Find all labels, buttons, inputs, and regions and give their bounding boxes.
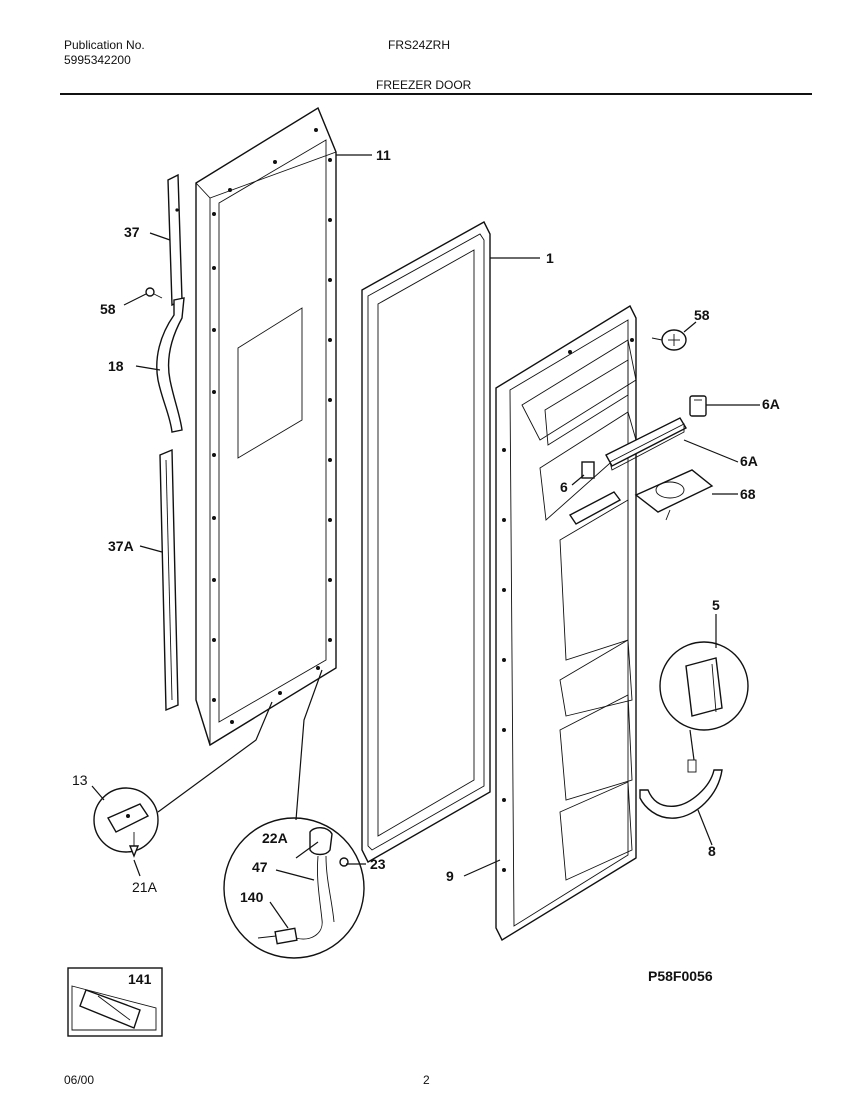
callout-37: 37 — [124, 224, 140, 240]
callout-68: 68 — [740, 486, 756, 502]
detail-circle-wiring — [223, 817, 365, 959]
bar-6a — [605, 417, 687, 471]
door-liner — [495, 305, 637, 941]
publication-number: 5995342200 — [64, 53, 131, 67]
leader-37 — [149, 232, 171, 241]
figure-code: P58F0056 — [648, 968, 713, 984]
callout-6a-top: 6A — [762, 396, 780, 412]
detail-circle-13 — [93, 787, 159, 858]
callout-11: 11 — [376, 147, 391, 163]
screw-left — [145, 287, 163, 299]
callout-13: 13 — [72, 772, 88, 788]
leader-37A — [139, 545, 163, 553]
callout-9: 9 — [446, 868, 454, 884]
screw-right — [651, 329, 687, 351]
callout-5: 5 — [712, 597, 720, 613]
callout-141: 141 — [128, 971, 152, 987]
publication-label: Publication No. — [64, 38, 145, 52]
door-handle — [156, 297, 185, 433]
callout-21a: 21A — [132, 879, 158, 895]
detail-circle-5 — [659, 641, 749, 731]
door-gasket — [361, 221, 491, 863]
bracket-8 — [639, 759, 723, 819]
clip-6 — [581, 461, 595, 479]
callout-6a-mid: 6A — [740, 453, 758, 469]
leader-6 — [571, 474, 585, 486]
leader-wiring-to-door — [295, 669, 323, 821]
leader-13 — [91, 785, 105, 801]
door-outer-panel — [195, 106, 337, 747]
leader-58-left — [123, 293, 147, 306]
section-title: FREEZER DOOR — [376, 78, 472, 92]
leader-21A — [133, 859, 141, 877]
callout-18: 18 — [108, 358, 124, 374]
leader-13-to-door — [157, 701, 273, 813]
header-rule — [60, 93, 812, 95]
callout-47: 47 — [252, 859, 268, 875]
page-number: 2 — [423, 1073, 430, 1087]
callout-1: 1 — [546, 250, 554, 266]
leader-6a-mid — [683, 439, 739, 463]
leader-58-right — [683, 321, 697, 333]
leader-18 — [135, 365, 161, 371]
clip-6a-top — [689, 395, 707, 417]
callout-58-right: 58 — [694, 307, 710, 323]
callout-22a: 22A — [262, 830, 288, 846]
inset-box-141 — [67, 967, 163, 1037]
model-number: FRS24ZRH — [388, 38, 451, 52]
callout-140: 140 — [240, 889, 264, 905]
callout-23: 23 — [370, 856, 386, 872]
trim-long — [159, 448, 179, 712]
trim-top — [167, 173, 183, 307]
switch-cover — [634, 469, 714, 521]
leader-8 — [697, 809, 713, 846]
leader-9 — [463, 859, 501, 877]
callout-6: 6 — [560, 479, 568, 495]
leader-47 — [275, 869, 315, 881]
callout-58-left: 58 — [100, 301, 116, 317]
callout-37a: 37A — [108, 538, 134, 554]
leader-140 — [269, 901, 289, 929]
leader-22A — [295, 841, 319, 859]
leader-5-detail — [689, 729, 695, 761]
footer-date: 06/00 — [64, 1073, 95, 1087]
callout-8: 8 — [708, 843, 716, 859]
